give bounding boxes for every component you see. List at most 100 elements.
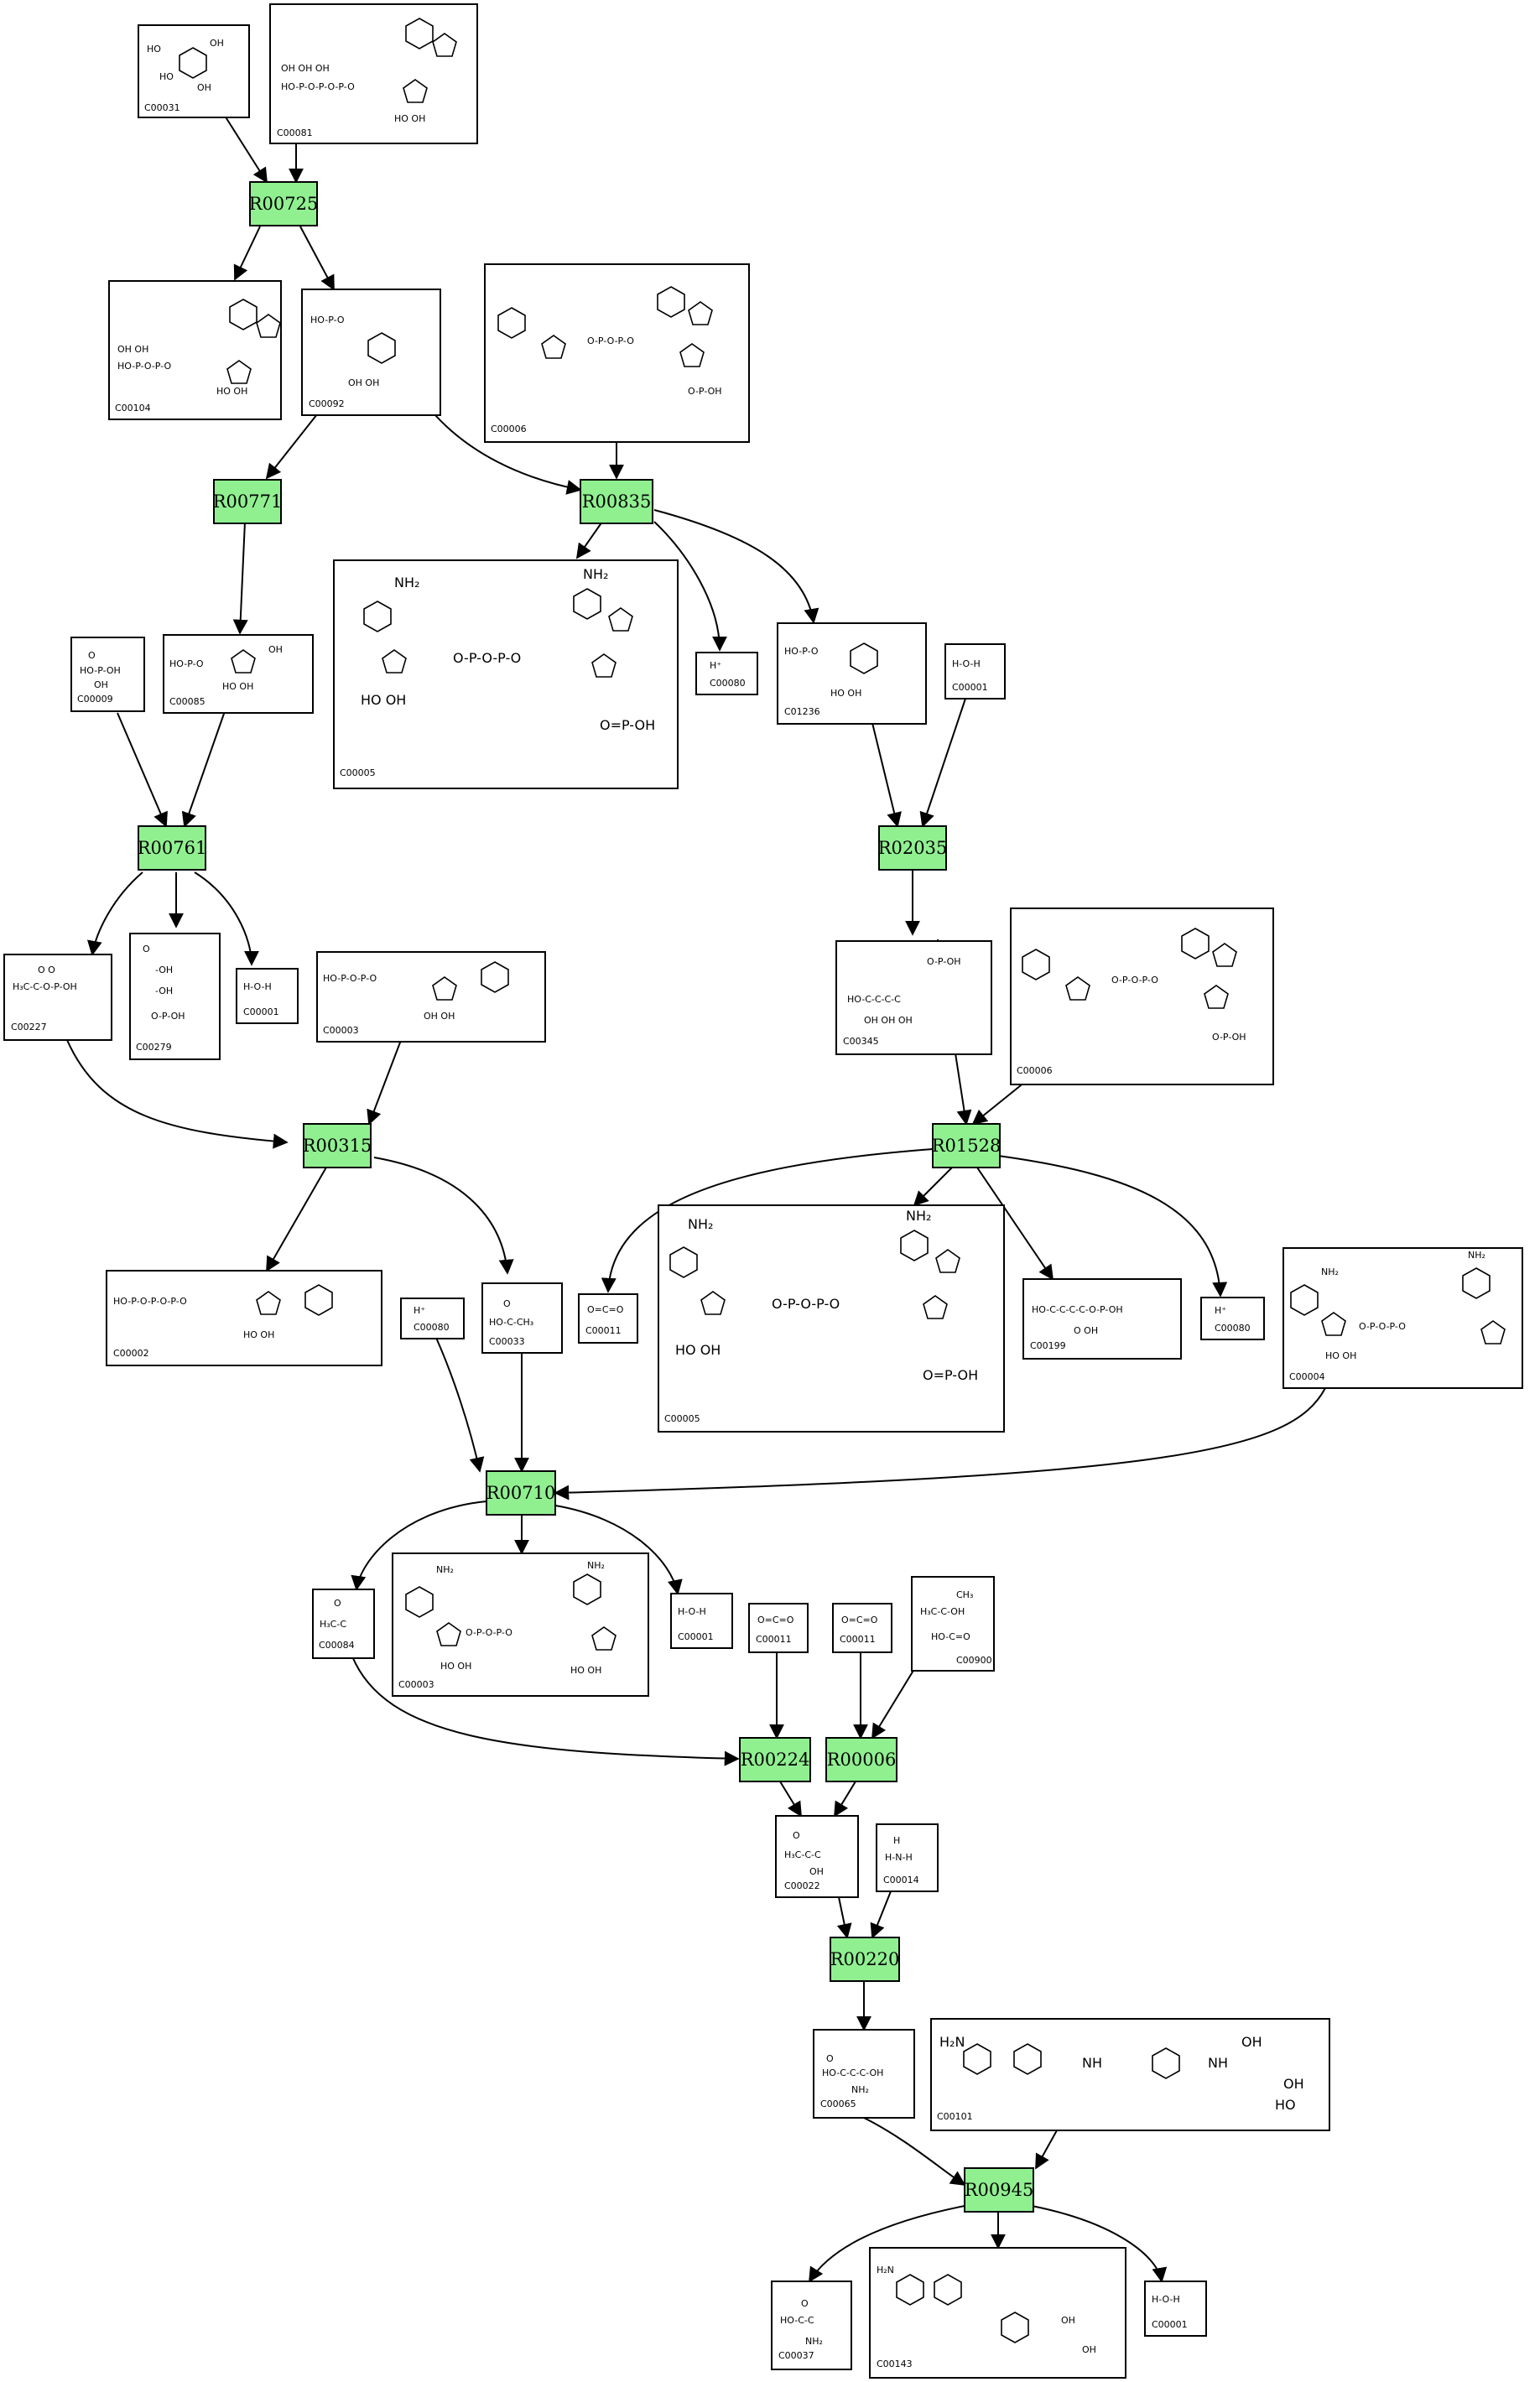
- reaction-r01528[interactable]: R01528: [932, 1123, 1002, 1168]
- svg-text:O: O: [801, 2298, 809, 2309]
- svg-text:O-P-O-P-O: O-P-O-P-O: [466, 1627, 512, 1638]
- svg-text:OH OH OH: OH OH OH: [281, 63, 330, 74]
- svg-text:HO-P-O-P-O-P-O: HO-P-O-P-O-P-O: [113, 1296, 187, 1307]
- svg-text:R00761: R00761: [138, 838, 207, 858]
- svg-text:H⁺: H⁺: [414, 1305, 425, 1316]
- svg-text:O-P-OH: O-P-OH: [688, 386, 722, 397]
- svg-text:NH₂: NH₂: [1321, 1266, 1339, 1277]
- svg-text:C00033: C00033: [489, 1336, 525, 1347]
- svg-text:C00001: C00001: [678, 1631, 714, 1642]
- svg-text:R00710: R00710: [486, 1483, 556, 1503]
- svg-text:C00002: C00002: [113, 1348, 149, 1359]
- svg-text:H₃C-C: H₃C-C: [320, 1619, 346, 1630]
- svg-text:C00081: C00081: [277, 127, 313, 138]
- reaction-r00761[interactable]: R00761: [138, 825, 207, 871]
- compound-c00011-a: O=C=O C00011: [578, 1293, 638, 1344]
- reaction-r00224[interactable]: R00224: [739, 1737, 811, 1782]
- svg-text:R00006: R00006: [827, 1750, 897, 1770]
- svg-text:HO-P-O-P-O: HO-P-O-P-O: [323, 973, 377, 984]
- svg-text:O-P-OH: O-P-OH: [151, 1011, 185, 1022]
- svg-text:O-P-O-P-O: O-P-O-P-O: [453, 650, 521, 666]
- svg-text:HO-P-O: HO-P-O: [784, 646, 819, 657]
- svg-text:HO OH: HO OH: [243, 1329, 274, 1340]
- svg-text:OH: OH: [210, 38, 224, 49]
- svg-text:OH: OH: [197, 82, 211, 93]
- svg-text:OH: OH: [1283, 2076, 1304, 2092]
- reaction-r00315[interactable]: R00315: [303, 1123, 372, 1168]
- svg-text:OH OH: OH OH: [348, 377, 379, 388]
- svg-text:HO-C=O: HO-C=O: [931, 1631, 970, 1642]
- svg-text:C00006: C00006: [491, 424, 527, 434]
- svg-text:-OH: -OH: [155, 986, 173, 996]
- svg-text:NH₂: NH₂: [436, 1564, 454, 1575]
- svg-text:C00227: C00227: [11, 1022, 47, 1032]
- svg-text:C00011: C00011: [585, 1325, 622, 1336]
- svg-text:H-O-H: H-O-H: [1152, 2294, 1180, 2305]
- svg-text:HO OH: HO OH: [394, 113, 425, 124]
- svg-text:C00001: C00001: [952, 682, 988, 693]
- svg-text:OH: OH: [1082, 2344, 1096, 2355]
- reaction-r00771[interactable]: R00771: [213, 479, 283, 524]
- svg-text:HO: HO: [1275, 2097, 1296, 2113]
- svg-text:O-P-O-P-O: O-P-O-P-O: [587, 335, 634, 346]
- svg-text:C01236: C01236: [784, 706, 820, 717]
- svg-text:OH: OH: [1061, 2315, 1075, 2326]
- reaction-r02035[interactable]: R02035: [878, 825, 948, 871]
- reaction-r00006[interactable]: R00006: [825, 1737, 897, 1782]
- reaction-r00710[interactable]: R00710: [486, 1470, 556, 1516]
- svg-text:C00022: C00022: [784, 1880, 820, 1891]
- svg-text:HO-P-O: HO-P-O: [310, 315, 345, 325]
- compound-c00085: HO-P-OOH HO OH C00085: [163, 634, 314, 714]
- reaction-r00835[interactable]: R00835: [580, 479, 653, 524]
- compound-c00014: HH-N-H C00014: [876, 1823, 939, 1892]
- svg-text:C00080: C00080: [414, 1322, 450, 1333]
- reaction-r00945[interactable]: R00945: [964, 2167, 1034, 2213]
- svg-text:O: O: [88, 650, 96, 661]
- svg-text:C00005: C00005: [340, 767, 376, 778]
- svg-text:HO-C-C-C-OH: HO-C-C-C-OH: [822, 2067, 883, 2078]
- compound-c00001-a: H-O-H C00001: [944, 643, 1006, 700]
- svg-text:OH: OH: [809, 1866, 824, 1877]
- svg-text:H: H: [893, 1835, 900, 1846]
- svg-text:OH OH: OH OH: [424, 1011, 455, 1022]
- svg-text:HO-C-C-C-C: HO-C-C-C-C: [847, 994, 901, 1005]
- svg-text:O: O: [143, 944, 150, 954]
- svg-text:C00001: C00001: [1152, 2319, 1188, 2330]
- reaction-r00220[interactable]: R00220: [830, 1937, 900, 1982]
- compound-c00011-c: O=C=O C00011: [832, 1603, 892, 1653]
- svg-text:HO-P-O-P-O: HO-P-O-P-O: [117, 361, 171, 372]
- svg-text:C00080: C00080: [1215, 1323, 1251, 1334]
- svg-text:O=C=O: O=C=O: [757, 1615, 794, 1625]
- svg-text:C00065: C00065: [820, 2099, 856, 2109]
- svg-text:NH₂: NH₂: [851, 2084, 869, 2095]
- svg-text:R01528: R01528: [932, 1136, 1002, 1156]
- svg-text:R02035: R02035: [878, 838, 948, 858]
- reaction-r00725[interactable]: R00725: [249, 181, 319, 226]
- edges: [66, 115, 1326, 2283]
- svg-text:C00006: C00006: [1017, 1065, 1053, 1076]
- svg-text:H-O-H: H-O-H: [678, 1606, 706, 1617]
- svg-text:HO OH: HO OH: [440, 1661, 471, 1672]
- svg-text:O-P-OH: O-P-OH: [1212, 1032, 1246, 1043]
- compound-c00080-a: H⁺ C00080: [695, 652, 758, 695]
- compound-c00081: OH OH OH HO-P-O-P-O-P-O HO OH C00081: [269, 3, 478, 144]
- svg-text:O: O: [826, 2053, 834, 2064]
- svg-text:R00835: R00835: [582, 491, 652, 512]
- svg-text:C00345: C00345: [843, 1036, 879, 1047]
- svg-text:O=C=O: O=C=O: [587, 1304, 624, 1315]
- svg-text:O: O: [334, 1598, 341, 1609]
- svg-text:C00101: C00101: [937, 2111, 973, 2122]
- compound-c00002: HO-P-O-P-O-P-O HO OH C00002: [106, 1270, 382, 1366]
- svg-text:H⁺: H⁺: [710, 660, 721, 671]
